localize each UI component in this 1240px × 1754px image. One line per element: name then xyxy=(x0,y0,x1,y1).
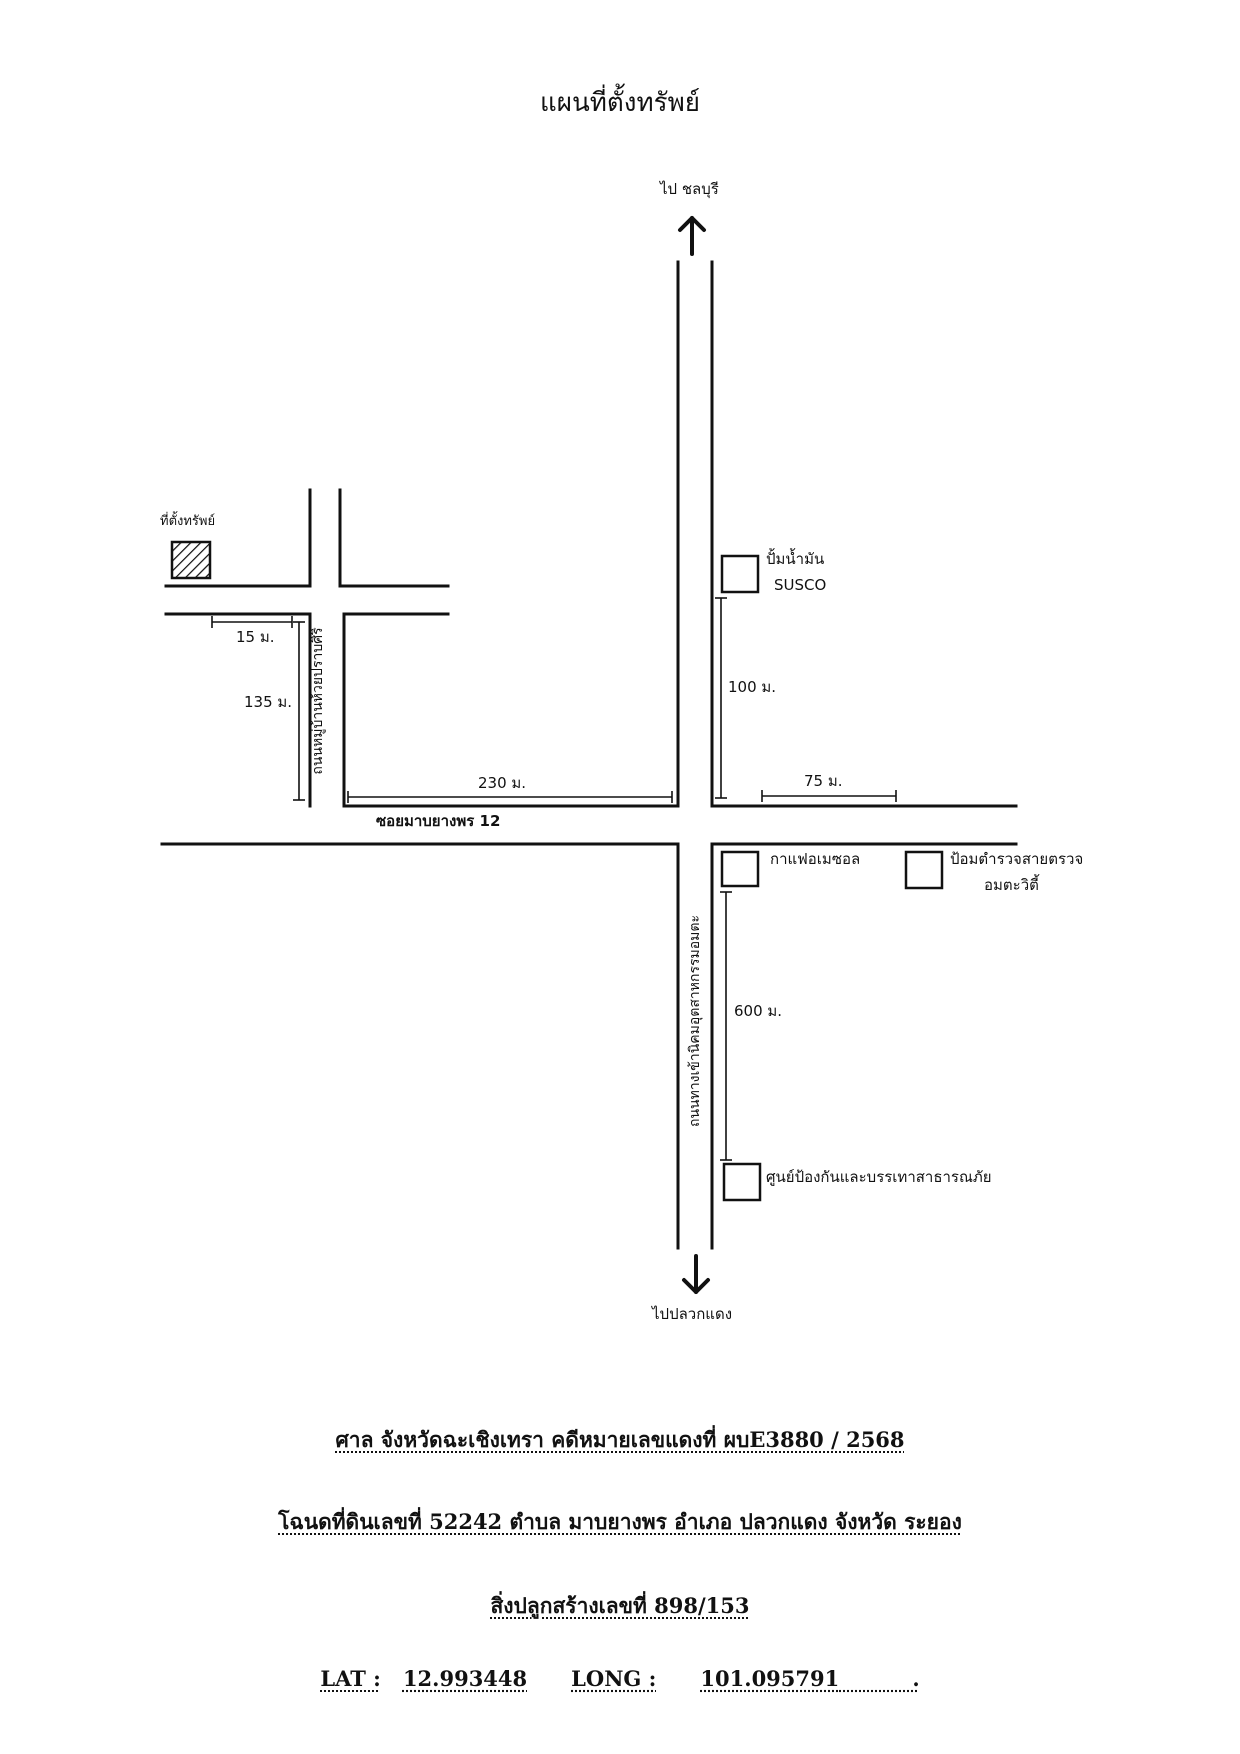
police-label-line1: ป้อมตำรวจสายตรวจ xyxy=(950,850,1084,868)
long-value: 101.095791 xyxy=(700,1666,840,1691)
distance-600m-label: 600 ม. xyxy=(734,1002,783,1020)
property-label: ที่ตั้งทรัพย์ xyxy=(160,514,216,529)
cafe-box xyxy=(720,850,760,888)
south-direction-label: ไปปลวกแดง xyxy=(652,1305,733,1323)
lat-label: LAT : xyxy=(320,1666,381,1691)
village-road-label: ถนนหมู่บ้านห้วยปราบศิริ xyxy=(310,627,326,775)
distance-230m-label: 230 ม. xyxy=(478,774,527,792)
footer-court-line: ศาล จังหวัดฉะเชิงเทรา คดีหมายเลขแดงที่ ผ… xyxy=(0,1424,1240,1457)
page-title: แผนที่ตั้งทรัพย์ xyxy=(540,88,700,118)
soi-road-label: ซอยมาบยางพร 12 xyxy=(376,812,501,830)
footer-deed-line: โฉนดที่ดินเลขที่ 52242 ตำบล มาบยางพร อำเ… xyxy=(0,1506,1240,1539)
distance-135m-label: 135 ม. xyxy=(244,693,293,711)
disaster-center-label: ศูนย์ป้องกันและบรรเทาสาธารณภัย xyxy=(766,1168,992,1186)
gas-station-box xyxy=(720,554,760,594)
dim-600m xyxy=(720,891,732,1161)
building-number-text: สิ่งปลูกสร้างเลขที่ 898/153 xyxy=(490,1593,750,1618)
distance-100m-label: 100 ม. xyxy=(728,678,777,696)
lat-value: 12.993448 xyxy=(402,1666,528,1691)
industrial-road-label: ถนนทางเข้านิคมอุตสาหกรรมอมตะ xyxy=(687,914,703,1128)
dim-15m xyxy=(211,616,293,628)
dim-230m xyxy=(347,791,673,803)
distance-15m-label: 15 ม. xyxy=(236,628,275,646)
footer-coordinates-line: LAT : 12.993448 LONG : 101.095791 . xyxy=(0,1666,1240,1691)
gas-station-label-line2: SUSCO xyxy=(774,576,827,594)
gas-station-label-line1: ปั้มน้ำมัน xyxy=(766,550,825,568)
disaster-center-box xyxy=(722,1162,762,1202)
court-case-text: ศาล จังหวัดฉะเชิงเทรา คดีหมายเลขแดงที่ ผ… xyxy=(335,1427,905,1452)
police-label-line2: อมตะวิตี้ xyxy=(984,876,1039,894)
south-arrow-icon xyxy=(682,1254,710,1294)
long-label: LONG : xyxy=(571,1666,657,1691)
property-hatched-marker xyxy=(170,540,212,580)
dim-100m xyxy=(715,597,727,799)
footer-building-line: สิ่งปลูกสร้างเลขที่ 898/153 xyxy=(0,1590,1240,1623)
police-box xyxy=(904,850,944,890)
coordinates-dotted-tail: . xyxy=(839,1666,920,1691)
cafe-label: กาแฟอเมซอล xyxy=(770,850,861,868)
deed-text: โฉนดที่ดินเลขที่ 52242 ตำบล มาบยางพร อำเ… xyxy=(278,1509,962,1534)
north-arrow-icon xyxy=(678,216,706,256)
dim-75m xyxy=(761,790,897,802)
distance-75m-label: 75 ม. xyxy=(804,772,843,790)
dim-135m xyxy=(293,621,305,801)
north-direction-label: ไป ชลบุรี xyxy=(660,180,719,198)
